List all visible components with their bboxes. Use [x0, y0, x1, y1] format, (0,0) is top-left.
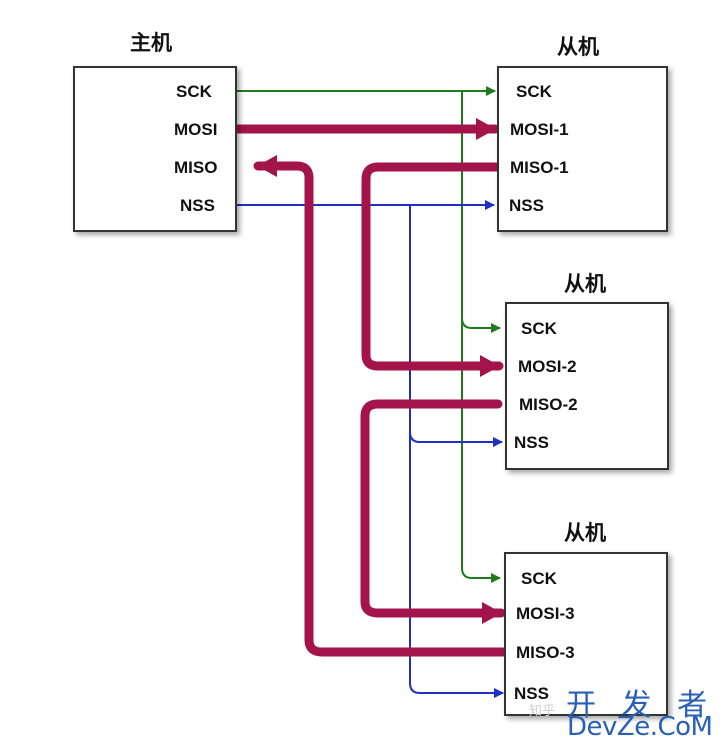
slave-3-device [504, 552, 668, 716]
slave-2-pin-miso: MISO-2 [519, 395, 578, 414]
slave-1-pin-nss: NSS [509, 196, 544, 215]
slave-2-pin-mosi: MOSI-2 [518, 357, 577, 376]
slave-1-pin-mosi: MOSI-1 [510, 120, 569, 139]
slave-1-pin-sck: SCK [516, 82, 552, 101]
watermark-faint: 知乎 [529, 703, 556, 718]
master-pin-mosi: MOSI [174, 120, 218, 139]
master-title: 主机 [130, 32, 172, 55]
slave-3-pin-mosi: MOSI-3 [516, 604, 575, 623]
watermark-chinese: 开 发 者 [566, 688, 716, 723]
slave-3-pin-miso: MISO-3 [516, 643, 575, 662]
slave-3-title: 从机 [564, 522, 606, 545]
data-lines [233, 118, 508, 657]
slave-2-pin-sck: SCK [521, 319, 557, 338]
master-pin-sck: SCK [176, 82, 212, 101]
slave-2-device [505, 302, 669, 470]
slave-1-pin-miso: MISO-1 [510, 158, 569, 177]
slave-1-title: 从机 [557, 36, 599, 59]
master-device [73, 66, 237, 232]
sck-bus [236, 86, 501, 583]
slave-2-pin-nss: NSS [514, 433, 549, 452]
watermark-english: DevZe.CoM [567, 712, 713, 742]
master-pin-miso: MISO [174, 158, 218, 177]
slave-1-device [497, 66, 668, 232]
master-pin-nss: NSS [180, 196, 215, 215]
slave-3-pin-nss: NSS [514, 684, 549, 703]
slave-2-title: 从机 [564, 273, 606, 296]
slave-3-pin-sck: SCK [521, 569, 557, 588]
